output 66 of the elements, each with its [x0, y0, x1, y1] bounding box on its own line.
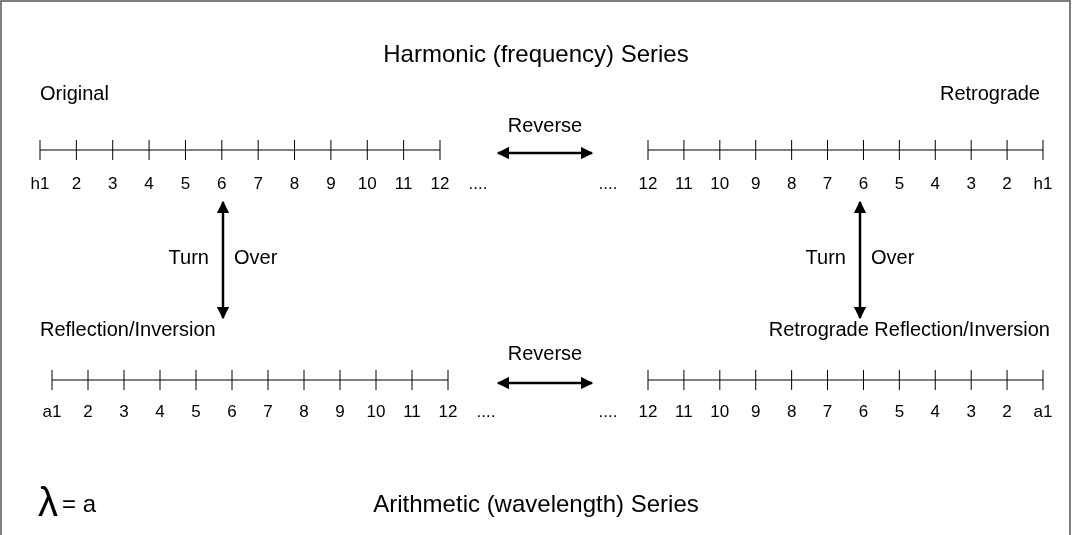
tick-label: 9 [751, 402, 761, 422]
tick-label: 3 [108, 174, 118, 194]
tick-label: 10 [357, 174, 377, 194]
tick-label: 12 [638, 402, 658, 422]
tick-label: 5 [894, 402, 905, 422]
tick-label: 7 [253, 174, 263, 194]
tick-label: 3 [119, 402, 129, 422]
text-label: Turn [168, 246, 209, 269]
tick-label: 2 [1002, 402, 1012, 422]
tick-label: 6 [858, 174, 869, 194]
tick-label: 10 [366, 402, 386, 422]
tick-label: 2 [83, 402, 93, 422]
tick-label: 9 [326, 174, 336, 194]
ellipsis: .... [476, 402, 496, 422]
tick-label: 8 [786, 174, 797, 194]
tick-label: 2 [71, 174, 82, 194]
tick-label: 11 [403, 402, 421, 422]
tick-label: a1 [1033, 402, 1053, 422]
tick-label: 12 [430, 174, 450, 194]
edge-label: Reverse [507, 114, 583, 137]
text-label: λ [38, 480, 58, 525]
tick-label: h1 [30, 174, 50, 194]
tick-label: 6 [217, 174, 227, 194]
tick-label: 5 [894, 174, 905, 194]
edge-label: Reverse [507, 342, 583, 365]
ellipsis: .... [598, 402, 618, 422]
tick-label: 3 [966, 402, 976, 422]
tick-label: 7 [822, 174, 833, 194]
tick-label: 9 [751, 174, 761, 194]
tick-label: 11 [675, 402, 693, 422]
tick-label: h1 [1033, 174, 1053, 194]
series-heading: Reflection/Inversion [40, 318, 216, 341]
tick-label: 6 [858, 402, 869, 422]
tick-label: 8 [299, 402, 309, 422]
tick-label: 9 [335, 402, 345, 422]
tick-label: 3 [966, 174, 976, 194]
series-heading: Original [40, 82, 109, 105]
text-label: Turn [805, 246, 846, 269]
tick-label: 8 [289, 174, 300, 194]
tick-label: 7 [822, 402, 833, 422]
tick-label: 2 [1002, 174, 1012, 194]
tick-label: 4 [930, 402, 940, 422]
tick-label: a1 [42, 402, 62, 422]
series-heading: Retrograde [939, 82, 1040, 105]
tick-label: 8 [786, 402, 797, 422]
tick-label: 11 [675, 174, 693, 194]
text-label: = a [62, 490, 97, 518]
text-label: Arithmetic (wavelength) Series [373, 490, 699, 518]
tick-label: 12 [638, 174, 658, 194]
text-label: Over [871, 246, 915, 269]
tick-label: 7 [263, 402, 273, 422]
tick-label: 11 [394, 174, 413, 194]
tick-label: 10 [710, 402, 730, 422]
tick-label: 6 [227, 402, 237, 422]
tick-label: 4 [144, 174, 154, 194]
text-label: Over [234, 246, 278, 269]
tick-label: 10 [710, 174, 730, 194]
tick-label: 4 [155, 402, 165, 422]
series-heading: Retrograde Reflection/Inversion [768, 318, 1050, 341]
tick-label: 4 [930, 174, 940, 194]
tick-label: 5 [180, 174, 191, 194]
text-label: Harmonic (frequency) Series [383, 40, 689, 68]
tick-label: 12 [438, 402, 458, 422]
ellipsis: .... [598, 174, 618, 194]
tick-label: 5 [191, 402, 201, 422]
ellipsis: .... [468, 174, 488, 194]
